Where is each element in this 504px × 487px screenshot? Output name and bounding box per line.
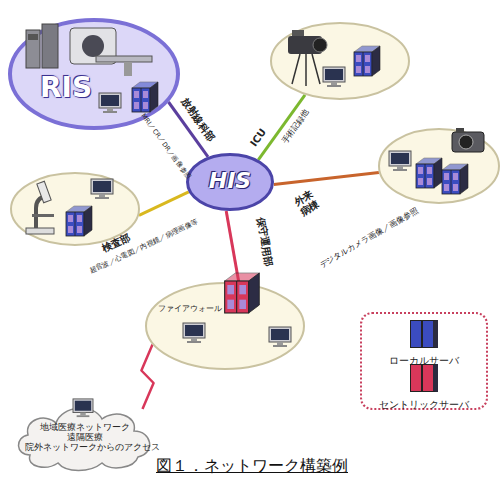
maintenance-cluster: 保守運用部ファイアウォール <box>145 282 305 370</box>
network-link <box>226 211 239 283</box>
network-link <box>139 192 189 216</box>
ward-cluster: 外来 病棟デジタルカメラ画像／画像参照 <box>378 128 500 204</box>
data-description: デジタルカメラ画像／画像参照 <box>318 206 420 270</box>
data-description: 手術記録他 <box>280 108 311 146</box>
icu-cluster: ICU手術記録他 <box>270 22 410 100</box>
hub-label: HIS <box>186 168 274 193</box>
cloud-shape <box>18 408 149 470</box>
firewall-label: ファイアウォール <box>158 304 222 313</box>
ellipse-shape <box>10 20 178 128</box>
legend-text: セントリックサーバ <box>362 398 486 412</box>
ellipse-shape <box>146 283 304 369</box>
lab-cluster: 検査部超音波／心電図／内視鏡／病理画像等 <box>10 172 140 246</box>
ris-cluster-outline <box>8 18 180 130</box>
network-link <box>274 173 379 185</box>
cloud-label: 地域医療ネットワーク 遠隔医療 院外ネットワークからのアクセス <box>25 423 145 452</box>
department-label: 外来 病棟 <box>292 186 324 218</box>
data-description: CT／MRI／CR／DR／画像参照 <box>130 100 192 181</box>
network-link <box>141 345 153 409</box>
department-label: 保守運用部 <box>255 216 275 267</box>
external-network-cloud: 地域医療ネットワーク 遠隔医療 院外ネットワークからのアクセス <box>10 395 160 473</box>
department-label: 放射線科部 <box>179 96 218 143</box>
system-label: RIS <box>40 72 92 104</box>
ris-cluster: RIS放射線科部CT／MRI／CR／DR／画像参照 <box>8 18 180 130</box>
figure-caption: 図１．ネットワーク構築例 <box>0 456 504 477</box>
server-swatch <box>410 320 438 348</box>
legend-entry: セントリックサーバ <box>362 364 486 412</box>
icu-cluster-outline <box>270 22 410 100</box>
maintenance-cluster-outline <box>145 282 305 370</box>
ward-cluster-outline <box>378 128 500 204</box>
department-label: ICU <box>248 126 269 148</box>
his-hub: HIS <box>186 153 274 211</box>
ellipse-shape <box>379 129 499 203</box>
ellipse-shape <box>271 23 409 99</box>
legend-entry: ローカルサーバ <box>362 320 486 368</box>
server-swatch <box>410 364 438 392</box>
legend-box: ローカルサーバセントリックサーバ <box>360 312 488 410</box>
